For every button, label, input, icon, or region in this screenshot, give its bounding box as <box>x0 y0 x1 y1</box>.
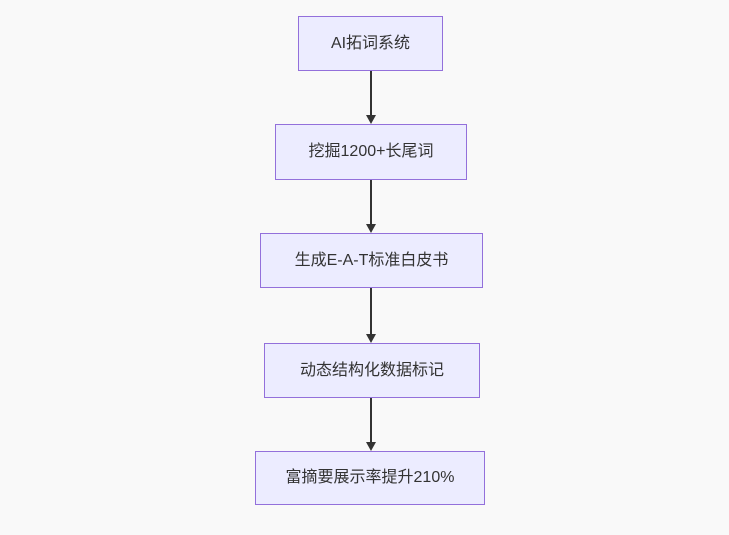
flowchart-node-rich-snippet-rate: 富摘要展示率提升210% <box>255 451 485 505</box>
flow-arrow-4 <box>366 398 376 451</box>
flowchart-node-structured-data-markup: 动态结构化数据标记 <box>264 343 480 398</box>
node-label: 动态结构化数据标记 <box>299 361 444 379</box>
arrowhead-down-icon <box>366 224 376 233</box>
flowchart-node-eat-whitepaper: 生成E-A-T标准白皮书 <box>260 233 483 288</box>
arrowhead-down-icon <box>366 334 376 343</box>
flow-arrow-1 <box>366 71 376 124</box>
arrow-shaft <box>370 180 372 226</box>
node-label: AI拓词系统 <box>330 34 411 52</box>
arrowhead-down-icon <box>366 115 376 124</box>
arrowhead-down-icon <box>366 442 376 451</box>
node-label: 富摘要展示率提升210% <box>285 469 455 487</box>
flow-arrow-2 <box>366 180 376 233</box>
node-label: 挖掘1200+长尾词 <box>308 143 434 161</box>
arrow-shaft <box>370 71 372 117</box>
flowchart-node-longtail-keywords: 挖掘1200+长尾词 <box>275 124 467 180</box>
node-label: 生成E-A-T标准白皮书 <box>294 251 449 269</box>
arrow-shaft <box>370 398 372 444</box>
arrow-shaft <box>370 288 372 336</box>
flow-arrow-3 <box>366 288 376 343</box>
flowchart-node-ai-expansion-system: AI拓词系统 <box>298 16 443 71</box>
